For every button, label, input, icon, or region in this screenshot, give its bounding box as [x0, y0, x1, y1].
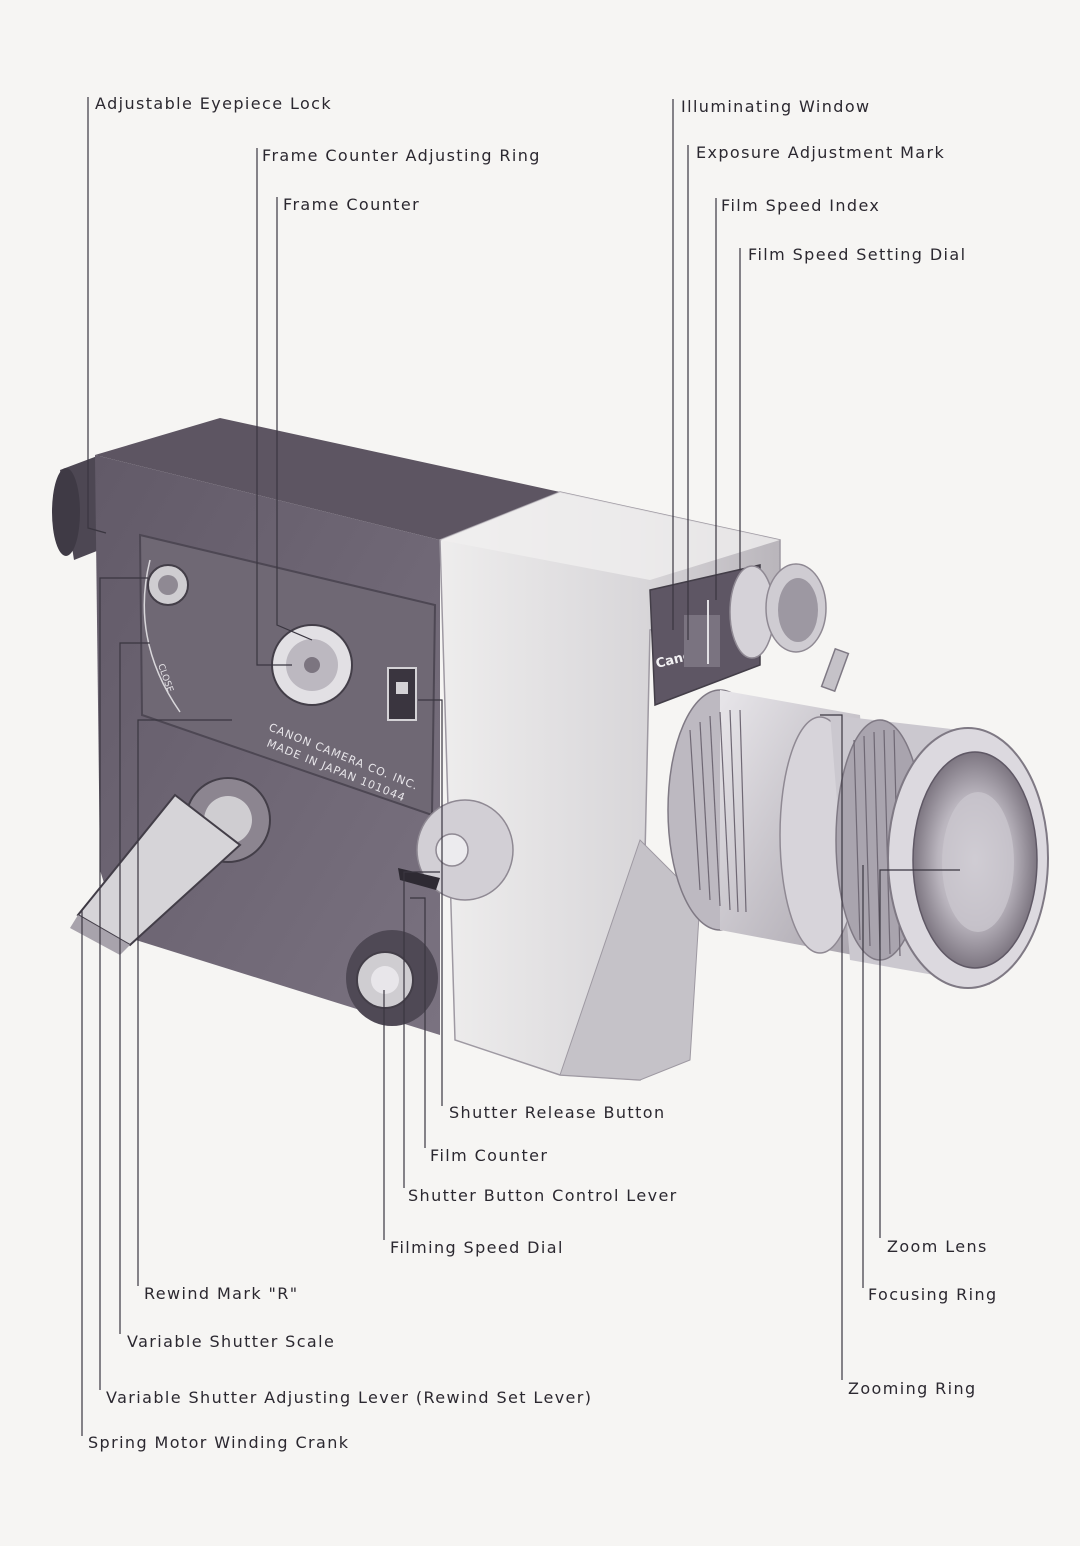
- frame-counter-dial: [271, 624, 353, 706]
- filming-speed-dial-graphic: [346, 930, 438, 1026]
- label-rewind-mark-r: Rewind Mark "R": [144, 1284, 299, 1303]
- zoom-lens-graphic: [667, 689, 1049, 989]
- winding-crank: [70, 777, 271, 955]
- film-speed-setting-dial-graphic: [729, 563, 827, 659]
- body-top: [95, 418, 560, 540]
- label-variable-shutter-adjusting-lever: Variable Shutter Adjusting Lever (Rewind…: [106, 1388, 593, 1407]
- label-adjustable-eyepiece-lock: Adjustable Eyepiece Lock: [95, 94, 333, 113]
- label-exposure-adjustment-mark: Exposure Adjustment Mark: [696, 143, 946, 162]
- label-variable-shutter-scale: Variable Shutter Scale: [127, 1332, 336, 1351]
- label-focusing-ring: Focusing Ring: [868, 1285, 998, 1304]
- label-shutter-release-button: Shutter Release Button: [449, 1103, 666, 1122]
- label-film-speed-index: Film Speed Index: [721, 196, 881, 215]
- shutter-release-button-graphic: [398, 799, 514, 901]
- label-shutter-button-control-lever: Shutter Button Control Lever: [408, 1186, 678, 1205]
- label-film-counter: Film Counter: [430, 1146, 549, 1165]
- label-frame-counter-adjusting-ring: Frame Counter Adjusting Ring: [262, 146, 541, 165]
- label-film-speed-setting-dial: Film Speed Setting Dial: [748, 245, 967, 264]
- label-filming-speed-dial: Filming Speed Dial: [390, 1238, 564, 1257]
- shutter-control-lever-graphic: [398, 868, 440, 890]
- label-frame-counter: Frame Counter: [283, 195, 421, 214]
- label-illuminating-window: Illuminating Window: [681, 97, 871, 116]
- label-spring-motor-winding-crank: Spring Motor Winding Crank: [88, 1433, 350, 1452]
- label-zooming-ring: Zooming Ring: [848, 1379, 977, 1398]
- label-zoom-lens: Zoom Lens: [887, 1237, 988, 1256]
